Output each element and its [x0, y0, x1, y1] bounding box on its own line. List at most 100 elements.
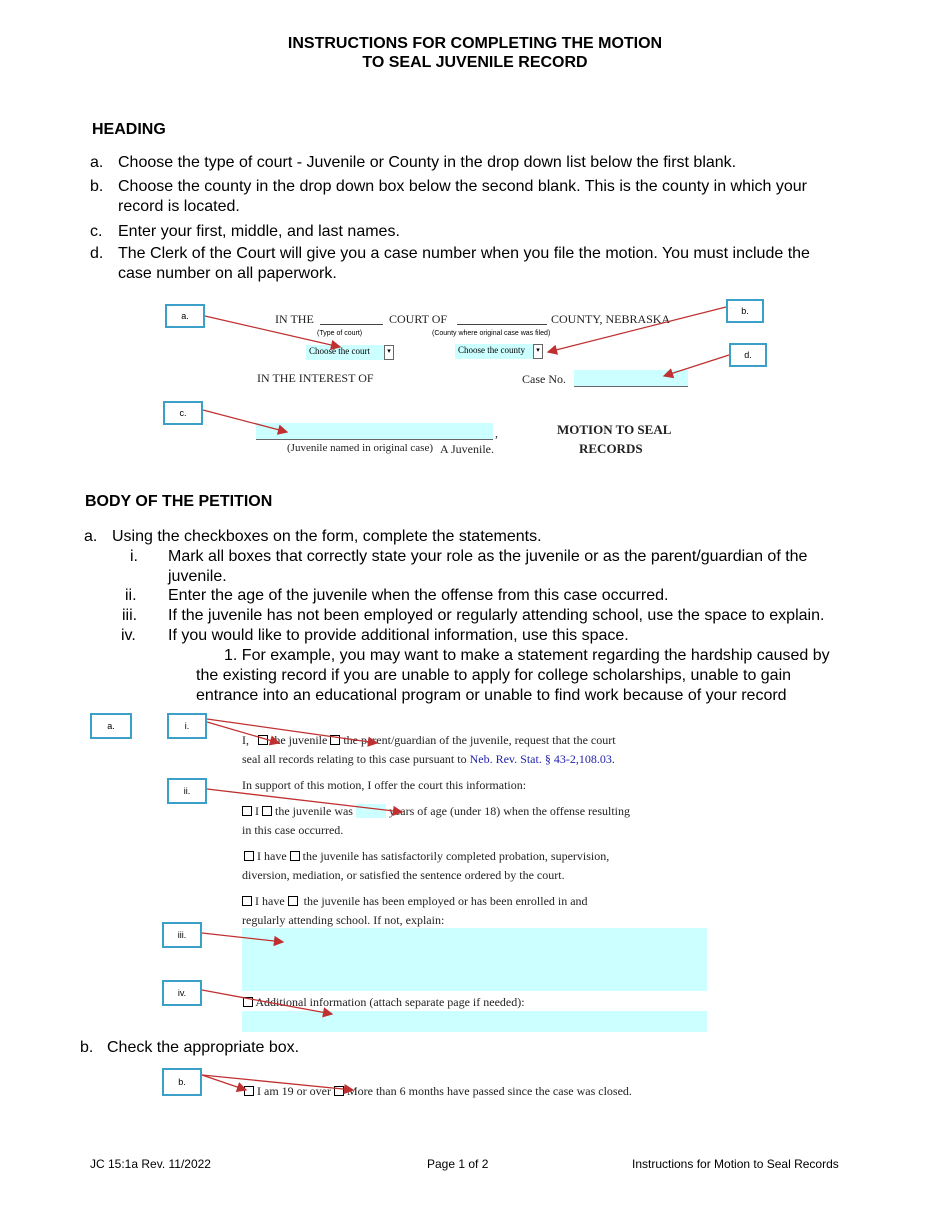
age-juvenile-label: the juvenile was — [275, 804, 353, 818]
arrow-iii-explain — [201, 932, 285, 947]
body-item-a-marker: a. — [84, 528, 98, 545]
form1-county-caption: (County where original case was filed) — [432, 330, 551, 337]
example-line1: 1. For example, you may want to make a s… — [224, 647, 830, 664]
arrow-d-case — [662, 354, 730, 379]
age-i-label: I — [255, 804, 259, 818]
heading-item-a-marker: a. — [90, 154, 104, 171]
probation-i-have-label: I have — [257, 849, 287, 863]
seal-period: . — [611, 752, 615, 766]
form1-court-type-blank — [320, 324, 383, 325]
arrow-iv-additional — [201, 989, 334, 1018]
body-sub-iv: If you would like to provide additional … — [168, 627, 629, 644]
arrow-i-parent — [206, 718, 379, 747]
form1-case-no-label: Case No. — [522, 372, 566, 386]
employment-i-have-checkbox[interactable] — [242, 896, 252, 906]
form1-county-nebraska: COUNTY, NEBRASKA — [551, 312, 671, 326]
form1-in-interest-of: IN THE INTEREST OF — [257, 371, 374, 385]
body-sub-iii-marker: iii. — [122, 607, 138, 624]
callout-tag-a: a. — [165, 304, 205, 328]
heading-section-title: HEADING — [92, 121, 166, 138]
additional-info-label: Additional information (attach separate … — [255, 995, 525, 1009]
county-dropdown-value: Choose the county — [458, 345, 525, 355]
footer-page-number: Page 1 of 2 — [427, 1157, 489, 1171]
callout-tag-d: d. — [729, 343, 767, 367]
additional-info-textarea[interactable] — [242, 1011, 707, 1032]
age-line2: in this case occurred. — [242, 823, 344, 837]
callout-tag-iv: iv. — [162, 980, 202, 1006]
heading-item-d-line1: The Clerk of the Court will give you a c… — [118, 245, 810, 262]
form1-county-blank — [457, 324, 547, 325]
form1-court-of: COURT OF — [389, 312, 448, 326]
example-line2: the existing record if you are unable to… — [196, 667, 792, 684]
probation-i-have-checkbox[interactable] — [244, 851, 254, 861]
example-line3: entrance into an educational program or … — [196, 687, 787, 704]
body-item-a: Using the checkboxes on the form, comple… — [112, 528, 542, 545]
arrow-a-court — [204, 315, 342, 351]
arrow-b-six-months — [201, 1074, 355, 1095]
body-sub-iv-marker: iv. — [121, 627, 136, 644]
six-months-label: More than 6 months have passed since the… — [346, 1084, 632, 1098]
employment-line2: regularly attending school. If not, expl… — [242, 913, 445, 927]
parent-guardian-checkbox[interactable] — [330, 735, 341, 745]
heading-item-c: Enter your first, middle, and last names… — [118, 223, 400, 240]
body-sub-ii-marker: ii. — [125, 587, 137, 604]
heading-item-d-marker: d. — [90, 245, 104, 262]
heading-item-b-line2: record is located. — [118, 198, 240, 215]
body-section-title: BODY OF THE PETITION — [85, 493, 273, 510]
page-title-line1: INSTRUCTIONS FOR COMPLETING THE MOTION — [287, 35, 663, 52]
role-line: I, the juvenile the parent/guardian of t… — [242, 733, 616, 748]
footer-doc-title: Instructions for Motion to Seal Records — [632, 1157, 839, 1171]
body-item-b: Check the appropriate box. — [107, 1039, 300, 1056]
chevron-down-icon[interactable]: ▾ — [533, 344, 543, 359]
additional-info-checkbox[interactable] — [243, 997, 253, 1007]
body-item-b-marker: b. — [80, 1039, 94, 1056]
page-title-line2: TO SEAL JUVENILE RECORD — [362, 54, 588, 71]
seal-line: seal all records relating to this case p… — [242, 752, 615, 767]
employment-i-have-label: I have — [255, 894, 285, 908]
seal-text: seal all records relating to this case p… — [242, 752, 467, 766]
heading-item-b-marker: b. — [90, 178, 104, 195]
age-juvenile-checkbox[interactable] — [262, 806, 272, 816]
statute-link[interactable]: Neb. Rev. Stat. § 43-2,108.03 — [469, 752, 612, 766]
chevron-down-icon[interactable]: ▾ — [384, 345, 394, 360]
role-juvenile-label: the juvenile — [271, 733, 328, 747]
juvenile-name-field[interactable] — [256, 423, 493, 440]
additional-info-line: Additional information (attach separate … — [243, 995, 525, 1010]
court-type-dropdown-value: Choose the court — [309, 346, 370, 356]
arrow-b-county — [546, 306, 727, 355]
role-parent-label: the parent/guardian of the juvenile, req… — [343, 733, 616, 747]
body-sub-iii: If the juvenile has not been employed or… — [168, 607, 825, 624]
support-line: In support of this motion, I offer the c… — [242, 778, 527, 792]
probation-rest-label: the juvenile has satisfactorily complete… — [302, 849, 610, 863]
county-dropdown[interactable]: Choose the county ▾ — [455, 344, 543, 359]
age-19-label: I am 19 or over — [257, 1084, 331, 1098]
role-i: I, — [242, 733, 249, 747]
probation-juvenile-checkbox[interactable] — [289, 851, 300, 861]
callout-tag-iii: iii. — [162, 922, 202, 948]
callout-tag-a2: a. — [90, 713, 132, 739]
arrow-i-juvenile — [206, 721, 281, 746]
callout-tag-ii: ii. — [167, 778, 207, 804]
employment-juvenile-checkbox[interactable] — [287, 896, 298, 906]
arrow-c-name — [202, 409, 289, 435]
body-sub-ii: Enter the age of the juvenile when the o… — [168, 587, 669, 604]
heading-item-b-line1: Choose the county in the drop down box b… — [118, 178, 808, 195]
employment-line: I have the juvenile has been employed or… — [242, 894, 588, 909]
form1-motion-title-line2: RECORDS — [579, 441, 643, 456]
form1-in-the: IN THE — [275, 312, 314, 326]
court-type-dropdown[interactable]: Choose the court ▾ — [306, 345, 394, 360]
probation-line2: diversion, mediation, or satisfied the s… — [242, 868, 565, 882]
callout-tag-i: i. — [167, 713, 207, 739]
heading-item-c-marker: c. — [90, 223, 103, 240]
age-i-checkbox[interactable] — [242, 806, 252, 816]
form1-juvenile-named-caption: (Juvenile named in original case) — [287, 442, 434, 454]
callout-tag-b2: b. — [162, 1068, 202, 1096]
heading-item-a: Choose the type of court - Juvenile or C… — [118, 154, 737, 171]
case-number-field[interactable] — [574, 370, 688, 387]
form1-motion-title-line1: MOTION TO SEAL — [557, 422, 672, 437]
form1-type-of-court-caption: (Type of court) — [317, 330, 363, 337]
age-line: I the juvenile was years of age (under 1… — [242, 804, 630, 819]
explain-textarea[interactable] — [242, 928, 707, 991]
footer-form-id: JC 15:1a Rev. 11/2022 — [90, 1157, 211, 1171]
